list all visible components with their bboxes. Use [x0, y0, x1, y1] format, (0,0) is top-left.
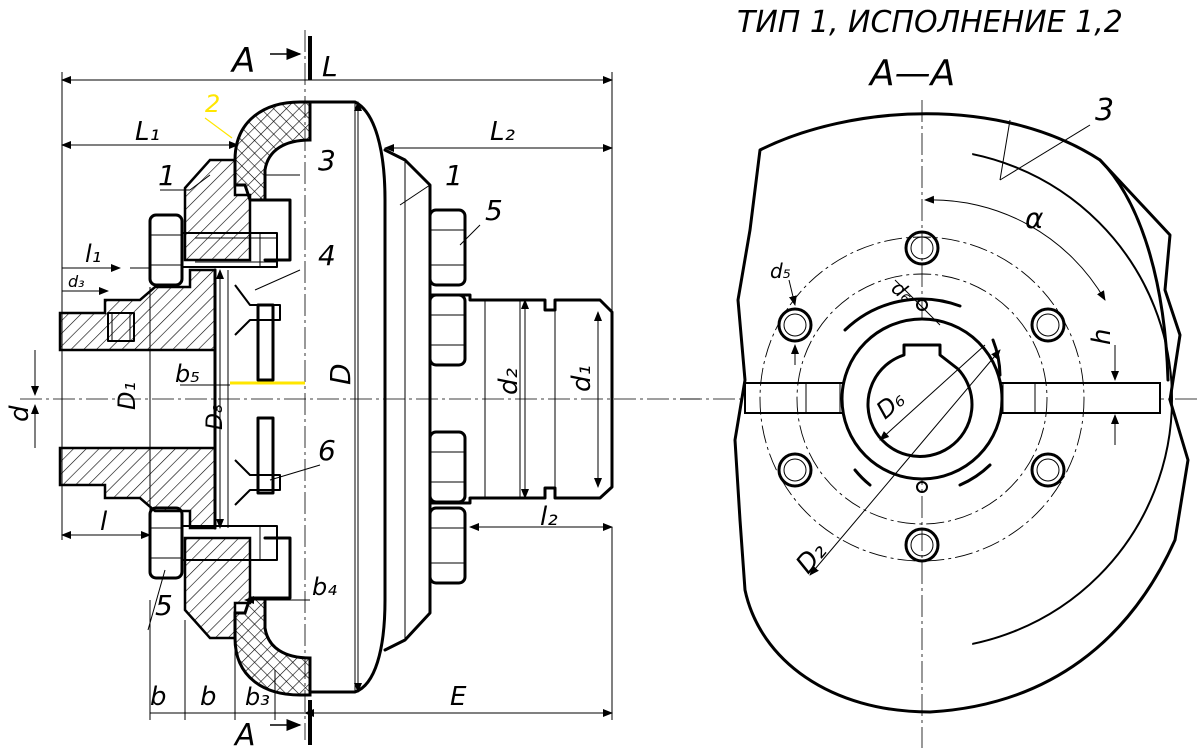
callout-5-right: 5 [485, 194, 503, 227]
dim-b-2: b [200, 682, 217, 712]
dim-alpha: α [1025, 202, 1044, 235]
dim-L2: L₂ [490, 117, 515, 147]
callout-1-left: 1 [158, 159, 176, 192]
section-marks [270, 36, 312, 745]
dim-l2: l₂ [540, 502, 558, 532]
threaded-hole-d3 [107, 312, 135, 342]
dim-D: D [324, 363, 357, 385]
dim-b3: b₃ [245, 683, 270, 711]
set-screws [234, 284, 281, 506]
dim-L1: L₁ [135, 117, 160, 147]
dim-D1: D₁ [113, 382, 141, 410]
dim-b-1: b [150, 682, 167, 712]
drawing-title: ТИП 1, ИСПОЛНЕНИЕ 1,2 [737, 5, 1123, 40]
bolt-lower-left [148, 506, 278, 580]
dim-d: d [5, 405, 35, 422]
callout-3-section: 3 [1095, 93, 1114, 128]
side-view-section: А А L L₁ L₂ l₁ d₃ d D₁ D₈ D d₂ d₁ b₅ l l… [5, 30, 700, 748]
dim-b5: b₅ [175, 360, 200, 388]
callout-6: 6 [318, 434, 336, 467]
right-hub [428, 293, 614, 505]
bolts-right [428, 208, 467, 585]
dim-d3: d₃ [68, 272, 85, 291]
dim-l: l [100, 507, 108, 537]
section-view-aa: ТИП 1, ИСПОЛНЕНИЕ 1,2 А—А [672, 5, 1200, 748]
dim-D2: D₂ [790, 537, 833, 580]
dim-d1: d₁ [567, 365, 597, 392]
callout-leaders [147, 117, 481, 631]
dim-E: E [450, 682, 467, 712]
dim-l1: l₁ [85, 240, 101, 268]
section-marker-bottom: А [233, 718, 256, 748]
dimension-lines [31, 72, 613, 720]
rubber-element [233, 100, 312, 697]
dim-L: L [322, 50, 338, 83]
callout-1-right: 1 [445, 159, 463, 192]
callout-4: 4 [318, 239, 336, 272]
callout-2: 2 [205, 90, 220, 118]
disk-rim [1098, 158, 1170, 382]
bolt-upper-left [148, 213, 278, 287]
callout-3-left: 3 [318, 144, 336, 177]
hub-outer [840, 317, 1004, 481]
section-title: А—А [868, 53, 955, 94]
callout-5-left: 5 [155, 589, 173, 622]
dim-D8: D₈ [203, 404, 228, 430]
dim-h: h [1087, 329, 1117, 345]
dim-b4: b₄ [312, 573, 337, 601]
arc-1 [843, 297, 962, 332]
disk-outline [733, 112, 1190, 714]
dim-d5: d₅ [770, 259, 791, 283]
section-dims [788, 119, 1119, 576]
outer-flange [308, 100, 432, 694]
arc-3 [853, 468, 872, 487]
section-marker-top: А [230, 41, 255, 81]
dim-d2: d₂ [494, 368, 524, 395]
